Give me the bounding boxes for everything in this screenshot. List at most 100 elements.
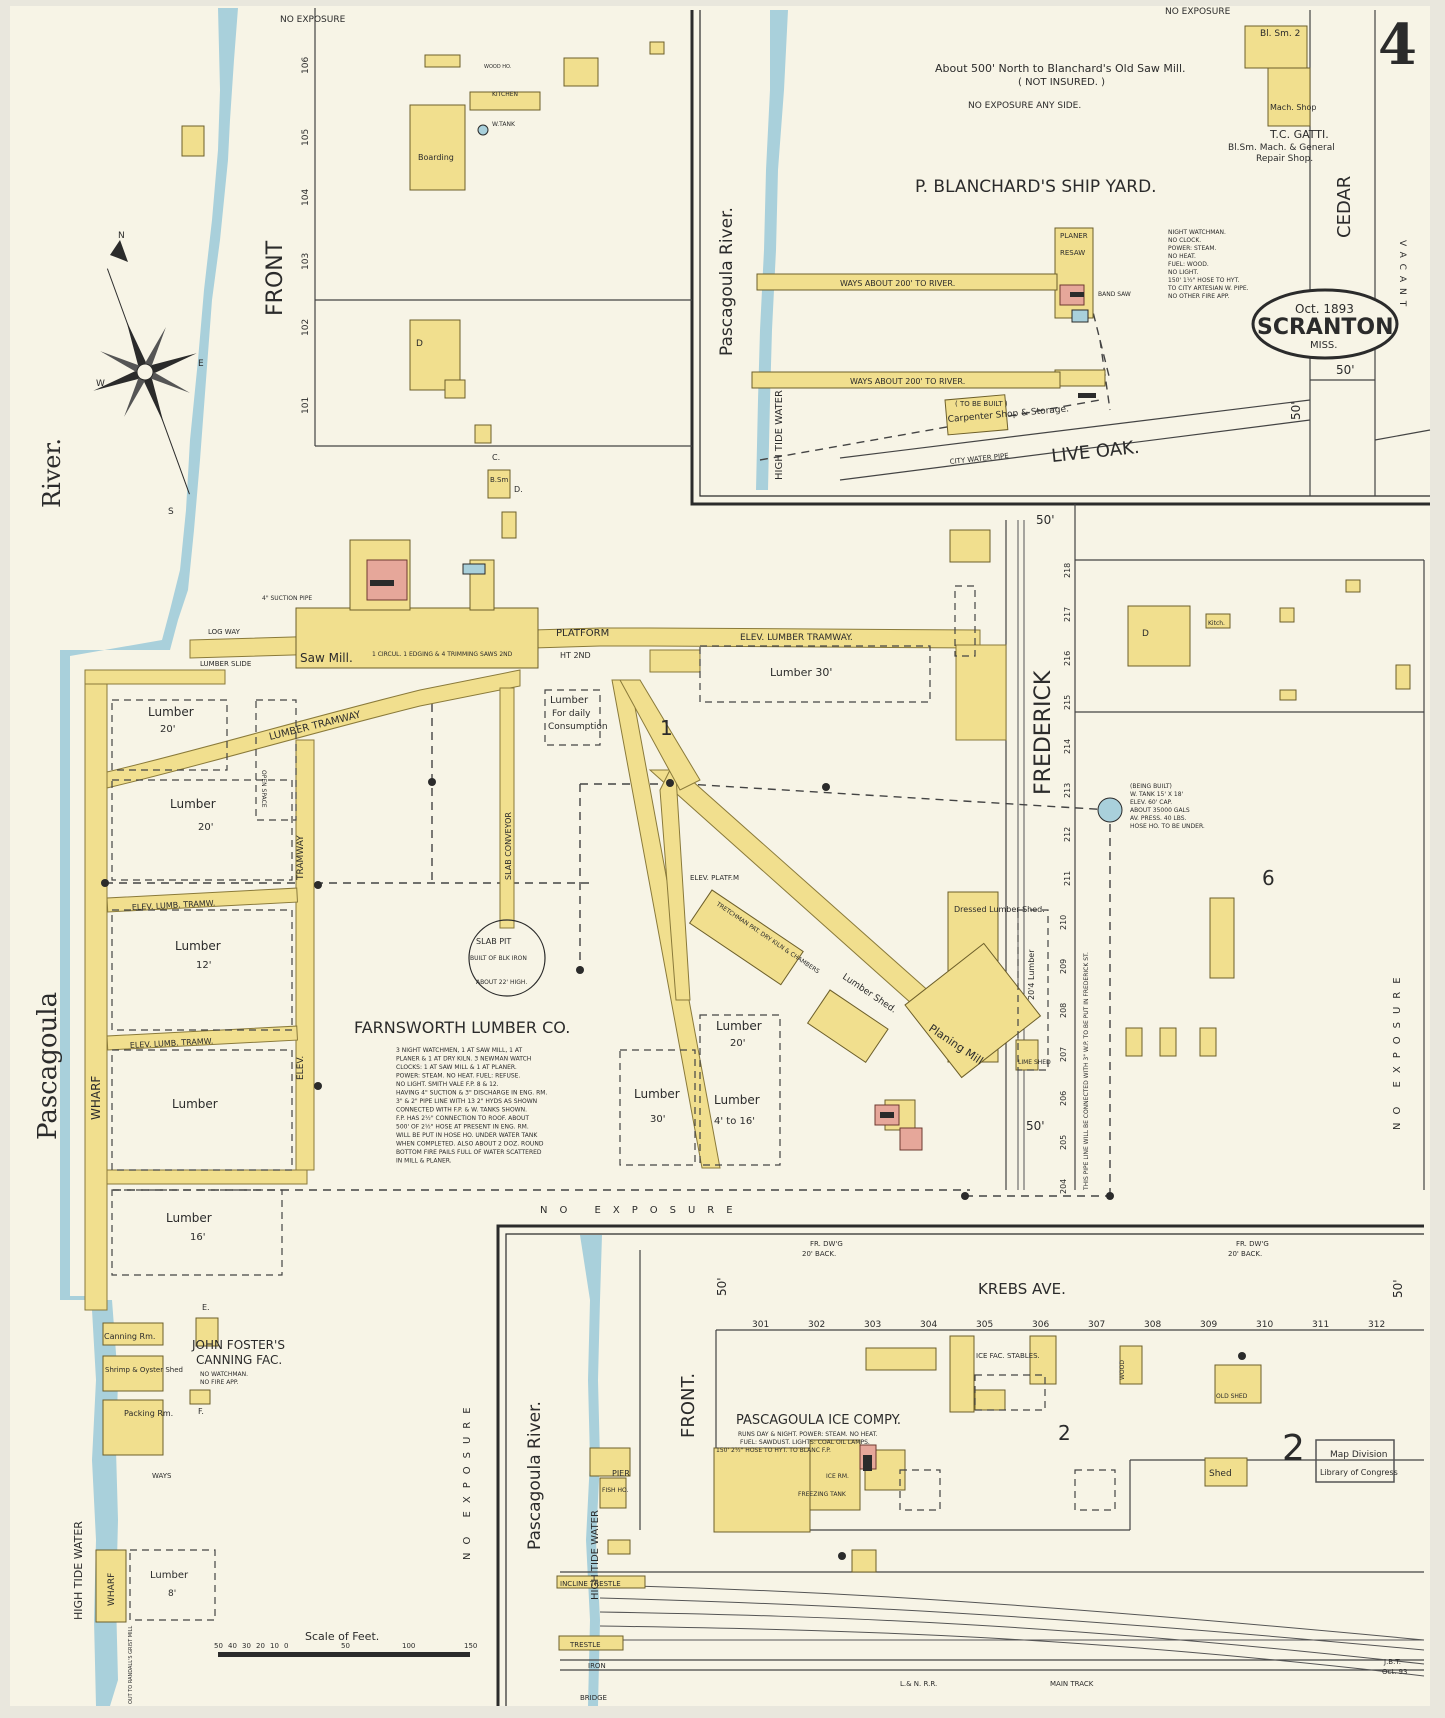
slab-conveyor: SLAB CONVEYOR <box>504 812 513 880</box>
lot-number: 210 <box>1059 915 1068 930</box>
lot-number: 206 <box>1059 1091 1068 1106</box>
lumber-30: Lumber 30' <box>770 666 832 679</box>
canning-lumber-ht: 8' <box>168 1589 176 1599</box>
canning-old-mill: OUT TO RANDALL'S GRIST MILL <box>128 1626 134 1704</box>
lumber-208: 20'4 Lumber <box>1027 949 1036 1000</box>
w-tank-mill <box>462 563 486 575</box>
fish-ho: FISH HO. <box>602 1487 628 1494</box>
hose-note-line: 3" & 2" PIPE LINE WITH 13 2" HYDS AS SHO… <box>396 1098 537 1105</box>
hose-note-line: WILL BE PUT IN HOSE HO. UNDER WATER TANK <box>396 1132 538 1139</box>
ice-title: PASCAGOULA ICE COMPY. <box>736 1413 901 1428</box>
hose-note-line: PLANER & 1 AT DRY KILN. 3 NEWMAN WATCH <box>396 1056 531 1063</box>
fr-dwg-1b: 20' BACK. <box>802 1250 836 1258</box>
no-exposure-left: NO EXPOSURE <box>462 1399 473 1560</box>
elev-lumber-tramway: ELEV. LUMBER TRAMWAY. <box>740 633 853 643</box>
high-tide-water-top: HIGH TIDE WATER <box>774 390 785 480</box>
canning-room: Canning Rm. <box>104 1332 155 1341</box>
fr-dwg-1: FR. DW'G <box>810 1240 843 1248</box>
ice-notes-3: 150' 2½" HOSE TO HYT. TO BLANC F.P. <box>716 1447 831 1454</box>
lumber-daily-3: Consumption <box>548 722 608 732</box>
inset-top-border <box>690 10 1430 506</box>
lot-number: 311 <box>1312 1320 1329 1330</box>
tank-note-line: HOSE HO. TO BE UNDER. <box>1130 823 1205 830</box>
lot-number: 308 <box>1144 1320 1161 1330</box>
canning-title-2: CANNING FAC. <box>196 1353 282 1367</box>
open-space: OPEN SPACE <box>260 770 267 808</box>
sheet-2-ref: 2 <box>1282 1428 1305 1469</box>
hose-note-line: CLOCKS: 1 AT SAW MILL & 1 AT PLANER. <box>396 1064 517 1071</box>
buildings <box>95 25 1411 1651</box>
d2-label: D. <box>514 485 523 494</box>
lot-number: 204 <box>1059 1179 1068 1194</box>
svg-text:105: 105 <box>301 129 311 146</box>
gatti-2: Bl.Sm. Mach. & General <box>1228 143 1335 153</box>
lot-number: 209 <box>1059 959 1068 974</box>
ice-stables: ICE FAC. STABLES. <box>976 1352 1040 1360</box>
canning-title-1: JOHN FOSTER'S <box>191 1338 285 1352</box>
scale-tick: 30 <box>242 1642 251 1650</box>
kitch-label: Kitch. <box>1208 620 1225 627</box>
log-way: LOG WAY <box>208 628 241 636</box>
lot-number: 305 <box>976 1320 993 1330</box>
incline-trestle: INCLINE TRESTLE <box>560 1580 621 1588</box>
saw-mill-note: 1 CIRCUL. 1 EDGING & 4 TRIMMING SAWS 2ND <box>372 651 513 658</box>
b-sm-label: B.Sm <box>490 476 508 484</box>
hose-note-line: WHEN COMPLETED. ALSO ABOUT 2 DOZ. ROUND <box>396 1141 544 1148</box>
compass-n: N <box>118 231 125 241</box>
block-6: 6 <box>1262 866 1275 890</box>
lot-number: 216 <box>1063 651 1072 666</box>
inset-bottom-border <box>496 1224 1424 1706</box>
scale-tick: 10 <box>270 1642 279 1650</box>
scale-tick: 50 <box>214 1642 223 1650</box>
shipyard-note-1: About 500' North to Blanchard's Old Saw … <box>935 62 1186 75</box>
compass-w: W <box>96 379 105 389</box>
trestle-label: TRESTLE <box>569 1641 601 1649</box>
street-cedar: CEDAR <box>1334 176 1355 238</box>
street-width-6: 50' <box>1026 1119 1045 1133</box>
library-stamp <box>1315 1439 1395 1483</box>
scale-title: Scale of Feet. <box>305 1630 379 1643</box>
yard-note-line: NO CLOCK. <box>1168 237 1201 244</box>
svg-text:101: 101 <box>301 397 311 414</box>
suction-pipe: 4" SUCTION PIPE <box>262 595 312 602</box>
lumber-pile-label: Lumber <box>175 939 221 953</box>
paper <box>10 6 1430 1706</box>
elev-lumb-tramw-1: ELEV. LUMB. TRAMW. <box>132 899 216 912</box>
slab-pit-note-2: ABOUT 22' HIGH. <box>476 979 527 986</box>
fr-dwg-2: FR. DW'G <box>1236 1240 1269 1248</box>
railroad-tracks <box>599 1584 1425 1677</box>
lot-number: 303 <box>864 1320 881 1330</box>
black-boilers <box>370 292 1096 1471</box>
w-tank-top <box>477 124 489 136</box>
ice-notes-1: RUNS DAY & NIGHT. POWER: STEAM. NO HEAT. <box>738 1431 878 1438</box>
freezing-tank: FREEZING TANK <box>798 1491 847 1498</box>
mach-shop: Mach. Shop <box>1270 103 1316 112</box>
water-tank-note: (BEING BUILT)W. TANK 15' X 18'ELEV. 60' … <box>1130 783 1205 830</box>
w-tank-frederick <box>1097 797 1123 823</box>
ways-2: WAYS ABOUT 200' TO RIVER. <box>850 377 965 386</box>
lumber-daily-2: For daily <box>552 709 591 719</box>
lot-number: 205 <box>1059 1135 1068 1150</box>
no-exposure-top: NO EXPOSURE <box>280 15 346 25</box>
lumber-daily-1: Lumber <box>550 695 589 706</box>
lumber-pile-label: Lumber <box>172 1097 218 1111</box>
lot-numbers-front: 106 105 104 103 102 101 <box>301 57 311 414</box>
lumber-pile-label: Lumber <box>148 705 194 719</box>
yard-note-line: NO HEAT. <box>1168 253 1196 260</box>
hose-note-line: POWER: STEAM. NO HEAT. FUEL: REFUSE. <box>396 1073 520 1080</box>
lumber-height-label: 12' <box>196 960 211 971</box>
scale-tick: 40 <box>228 1642 237 1650</box>
initials-date: Oct. 93 <box>1382 1668 1407 1676</box>
lumber-height-label: 20' <box>730 1038 745 1049</box>
packing-room: Packing Rm. <box>124 1409 173 1418</box>
dressed-lumber: Dressed Lumber Shed. <box>954 905 1045 914</box>
gatti-3: Repair Shop. <box>1256 154 1313 164</box>
hydrant-dots <box>101 778 1246 1560</box>
scale-bar-rect <box>218 1652 470 1657</box>
lot-number: 301 <box>752 1320 769 1330</box>
ways-1: WAYS ABOUT 200' TO RIVER. <box>840 279 955 288</box>
pier-label: PIER <box>612 1469 630 1478</box>
river-name-bottom-inset: Pascagoula River. <box>525 1401 545 1550</box>
high-tide-water-bottom: HIGH TIDE WATER <box>590 1510 601 1600</box>
